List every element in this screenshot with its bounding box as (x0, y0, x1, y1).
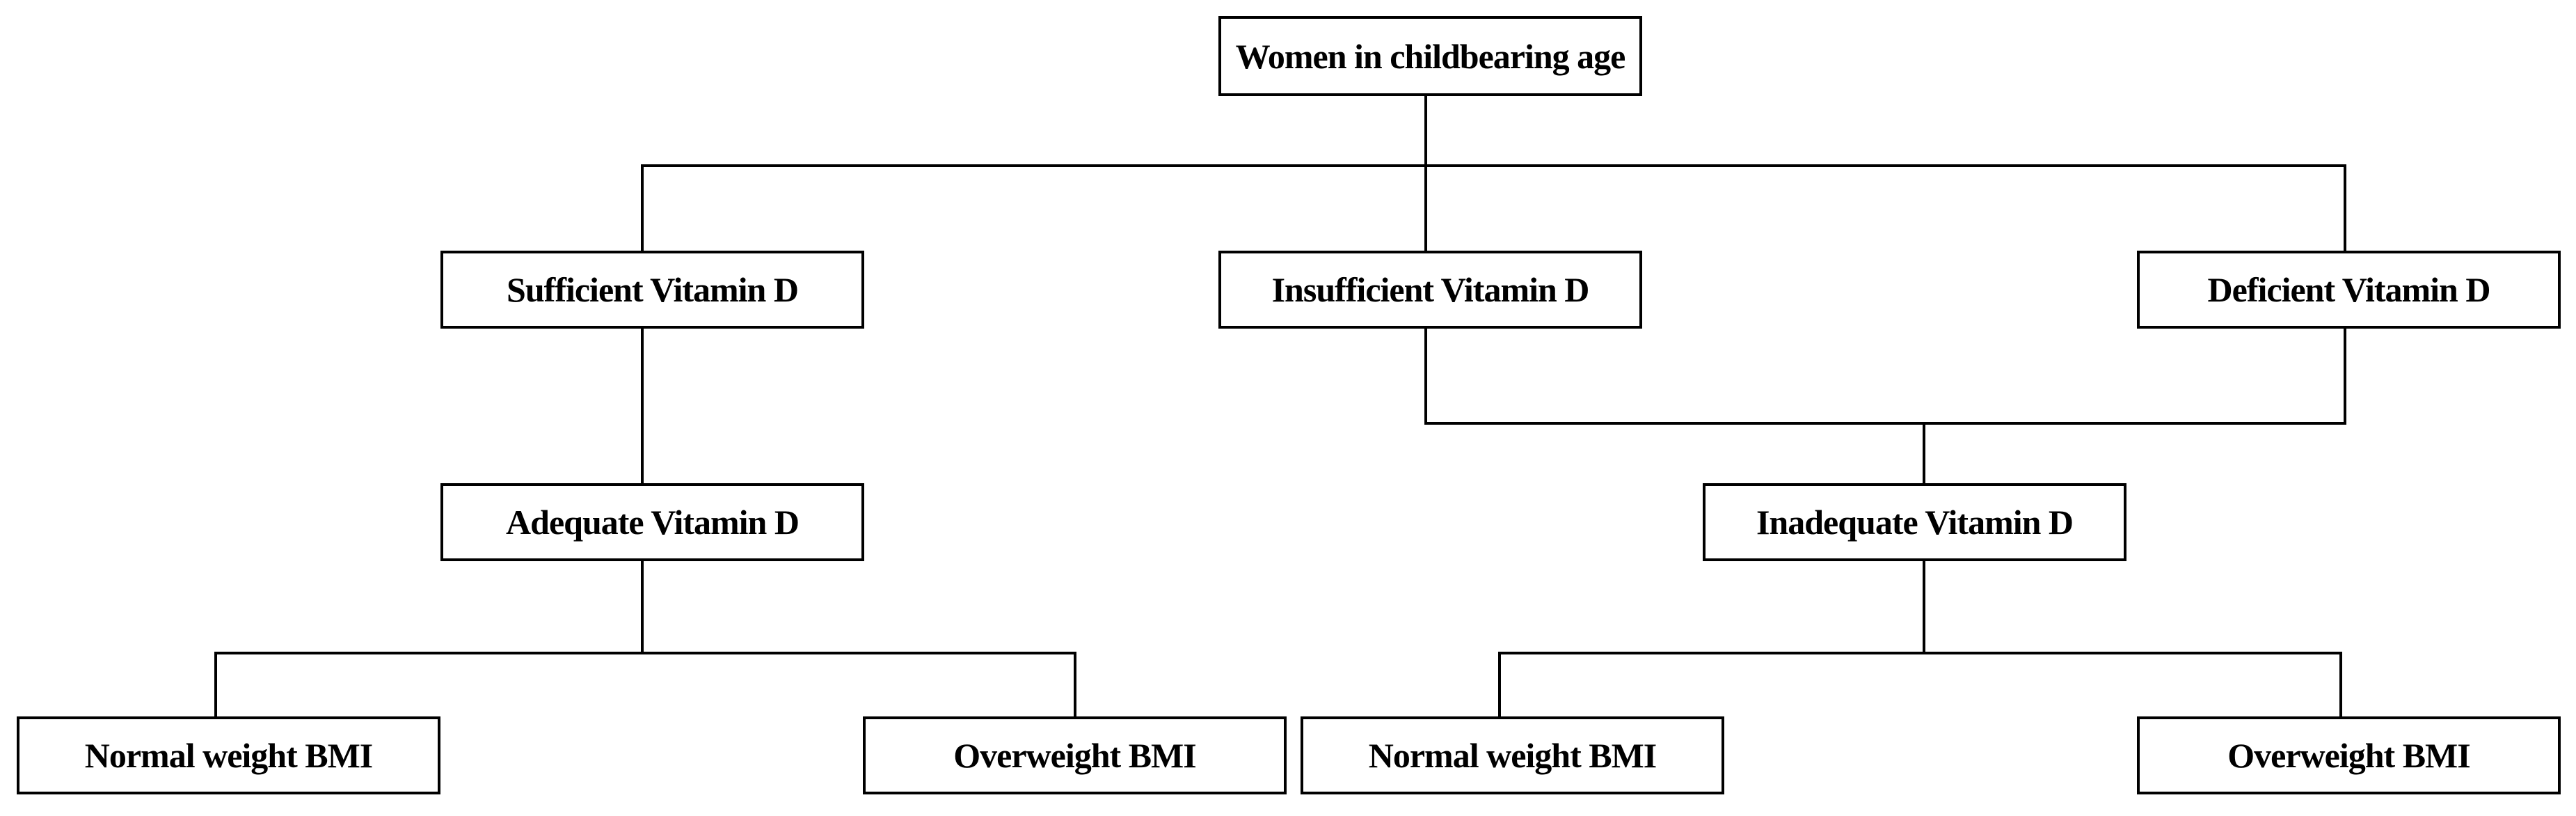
node-adequate-normal-weight-bmi: Normal weight BMI (17, 716, 440, 794)
node-sufficient-vitamin-d: Sufficient Vitamin D (440, 251, 864, 329)
node-inadequate-normal-weight-bmi: Normal weight BMI (1301, 716, 1724, 794)
node-adequate-vitamin-d: Adequate Vitamin D (440, 483, 864, 561)
node-inadequate-vitamin-d: Inadequate Vitamin D (1703, 483, 2126, 561)
node-inadequate-overweight-bmi: Overweight BMI (2137, 716, 2561, 794)
node-adequate-overweight-bmi: Overweight BMI (863, 716, 1287, 794)
node-women-childbearing-age: Women in childbearing age (1218, 16, 1642, 96)
node-deficient-vitamin-d: Deficient Vitamin D (2137, 251, 2561, 329)
node-insufficient-vitamin-d: Insufficient Vitamin D (1218, 251, 1642, 329)
